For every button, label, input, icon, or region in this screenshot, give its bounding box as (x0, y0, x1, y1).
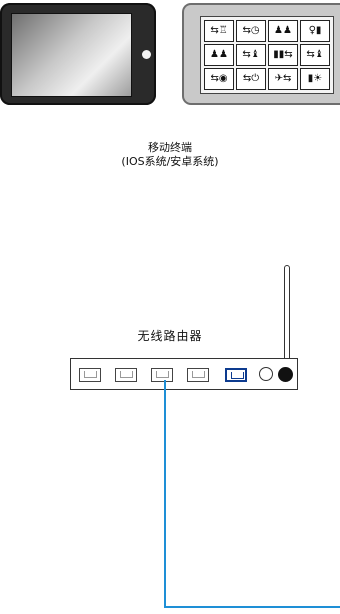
panel-key: ⇆♝ (236, 44, 266, 66)
panel-key: ♟♟ (204, 44, 234, 66)
panel-key: ⇆◉ (204, 68, 234, 90)
panel-key: ♟♟ (268, 20, 298, 42)
lan-port-2 (115, 368, 137, 382)
tablet-device (0, 3, 156, 105)
panel-key: ⇆♝ (300, 44, 330, 66)
control-panel-keypad: ⇆♖ ⇆◷ ♟♟ ♀▮ ♟♟ ⇆♝ ▮▮⇆ ⇆♝ ⇆◉ ⇆⏻ ✈⇆ ▮☀ (200, 16, 334, 94)
lan-port-4 (187, 368, 209, 382)
lan-port-3 (151, 368, 173, 382)
tablet-screen (11, 13, 132, 97)
tablet-home-button (142, 50, 151, 59)
mobile-terminal-title: 移动终端 (148, 141, 192, 154)
lan-port-1 (79, 368, 101, 382)
panel-key: ✈⇆ (268, 68, 298, 90)
panel-key: ⇆♖ (204, 20, 234, 42)
panel-key: ⇆◷ (236, 20, 266, 42)
router-label: 无线路由器 (137, 329, 203, 343)
panel-key: ▮☀ (300, 68, 330, 90)
mobile-terminal-subtitle: (IOS系统/安卓系统) (121, 155, 219, 168)
wan-port (225, 368, 247, 382)
control-panel-device: ⇆♖ ⇆◷ ♟♟ ♀▮ ♟♟ ⇆♝ ▮▮⇆ ⇆♝ ⇆◉ ⇆⏻ ✈⇆ ▮☀ (182, 3, 340, 105)
network-cable-vertical (164, 380, 166, 608)
wireless-router (70, 358, 298, 390)
panel-key: ♀▮ (300, 20, 330, 42)
panel-key: ⇆⏻ (236, 68, 266, 90)
power-indicator (278, 367, 293, 382)
reset-button (259, 367, 273, 381)
panel-key: ▮▮⇆ (268, 44, 298, 66)
mobile-terminal-label: 移动终端 (IOS系统/安卓系统) (80, 141, 260, 169)
network-cable-horizontal (164, 606, 340, 608)
